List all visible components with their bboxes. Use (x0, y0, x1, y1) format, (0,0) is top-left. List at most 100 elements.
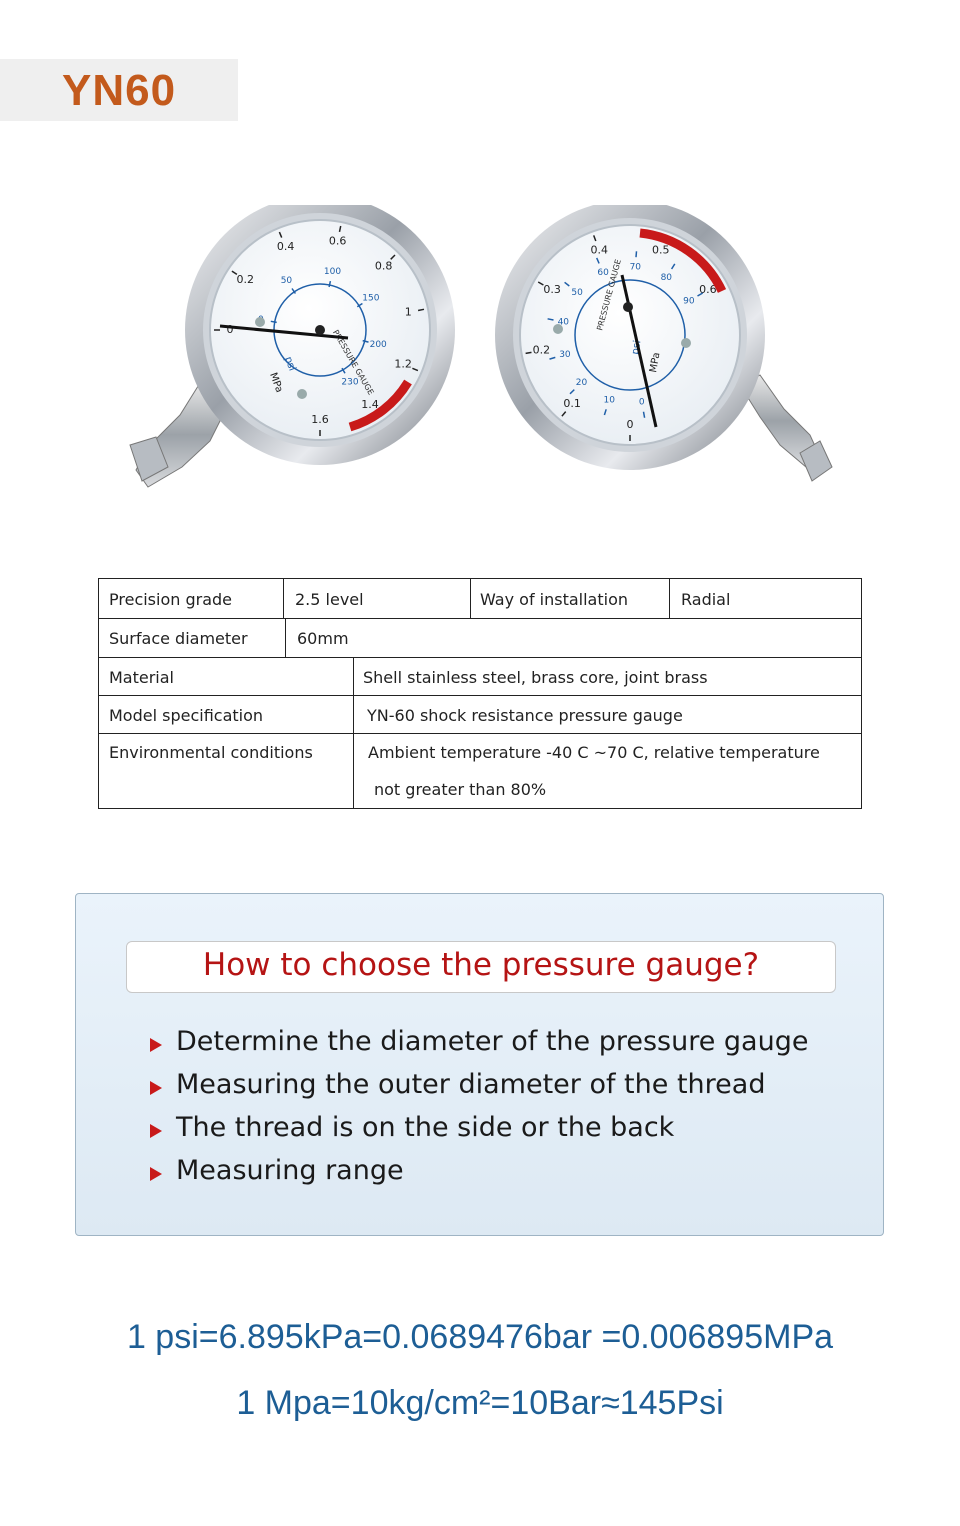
spec-label-diameter: Surface diameter (109, 629, 248, 648)
title-banner (0, 59, 238, 121)
left-gauge-ticks: 00.20.40.60.811.21.41.6050100150200230 (214, 225, 425, 436)
right-gauge-inner-label: 20 (576, 378, 588, 388)
spec-row-environment: Environmental conditions Ambient tempera… (99, 733, 861, 808)
right-gauge-red-zone (639, 228, 727, 293)
spec-table: Precision grade 2.5 level Way of install… (98, 578, 862, 809)
page-title: YN60 (62, 66, 177, 115)
list-item: Measuring the outer diameter of the thre… (150, 1069, 808, 1112)
right-gauge-fitting (739, 374, 833, 482)
left-gauge-outer-label: 0 (227, 323, 234, 336)
left-gauge-inner-tick (270, 320, 277, 324)
right-gauge-outer-label: 0.6 (699, 283, 717, 296)
spec-row-material: Material Shell stainless steel, brass co… (99, 657, 861, 695)
spec-row-precision: Precision grade 2.5 level Way of install… (99, 579, 861, 618)
right-gauge-inner-tick (642, 411, 646, 418)
spec-row-diameter: Surface diameter 60mm (99, 618, 861, 657)
right-gauge-outer-label: 0.5 (652, 243, 670, 256)
right-gauge-inner-tick (569, 389, 575, 395)
choose-title-box: How to choose the pressure gauge? (126, 941, 836, 993)
spec-label-precision: Precision grade (109, 590, 233, 609)
right-gauge-outer-tick (537, 281, 544, 286)
spec-value-environment-line2: not greater than 80% (374, 780, 547, 799)
right-gauge-outer-tick (561, 411, 567, 417)
left-gauge-outer-tick (412, 367, 419, 372)
left-gauge-inner-tick (341, 367, 346, 374)
choose-list: Determine the diameter of the pressure g… (150, 1026, 808, 1198)
right-gauge-inner-label: 0 (639, 398, 645, 408)
list-item: The thread is on the side or the back (150, 1112, 808, 1155)
left-gauge-outer-tick (390, 254, 396, 260)
left-gauge-unit-psi: psi (282, 355, 297, 372)
left-gauge-inner-label: 50 (281, 276, 293, 286)
right-gauge-outer-label: 0 (627, 418, 634, 431)
choose-title: How to choose the pressure gauge? (202, 947, 760, 983)
right-gauge-inner-tick (564, 281, 570, 287)
left-gauge-outer-label: 1.6 (311, 413, 329, 426)
bullet-triangle-icon (150, 1081, 162, 1095)
right-gauge-outer-label: 0.1 (563, 397, 581, 410)
right-gauge-inner-tick (635, 251, 638, 258)
right-gauge-inner-label: 90 (683, 297, 695, 307)
left-gauge-outer-label: 1 (405, 305, 412, 318)
spec-value-model: YN-60 shock resistance pressure gauge (367, 706, 683, 725)
left-gauge-inner-label: 200 (370, 340, 387, 350)
left-gauge-inner-tick (328, 280, 332, 288)
left-gauge: 00.20.40.60.811.21.41.6050100150200230 P… (185, 205, 455, 465)
pressure-gauges-illustration: 00.20.40.60.811.21.41.6050100150200230 P… (129, 205, 833, 488)
right-gauge-outer-label: 0.2 (533, 344, 551, 357)
right-gauge-outer-tick (525, 351, 532, 355)
left-gauge-inner-label: 150 (362, 294, 379, 304)
left-gauge-inner-tick (356, 302, 363, 308)
conversion-mpa: 1 Mpa=10kg/cm²=10Bar≈145Psi (236, 1384, 724, 1422)
right-gauge-inner-label: 40 (558, 317, 570, 327)
spec-row-model: Model specification YN-60 shock resistan… (99, 695, 861, 733)
spec-label-model: Model specification (109, 706, 264, 725)
left-gauge-inner-label: 230 (341, 378, 358, 388)
right-gauge-outer-label: 0.3 (543, 283, 561, 296)
right-gauge-inner-tick (603, 409, 607, 416)
conversion-psi: 1 psi=6.895kPa=0.0689476bar =0.006895MPa (126, 1318, 834, 1356)
bullet-triangle-icon (150, 1038, 162, 1052)
right-gauge-inner-tick (697, 292, 704, 297)
right-gauge-inner-tick (547, 318, 554, 321)
spec-label-installation: Way of installation (480, 590, 629, 609)
left-gauge-outer-label: 0.6 (329, 235, 347, 248)
right-gauge-inner-label: 30 (559, 350, 571, 360)
spec-value-installation: Radial (681, 590, 731, 609)
left-gauge-outer-tick (338, 225, 342, 233)
left-gauge-outer-tick (417, 308, 425, 312)
spec-value-material: Shell stainless steel, brass core, joint… (363, 668, 708, 687)
list-item: Determine the diameter of the pressure g… (150, 1026, 808, 1069)
left-gauge-inner-label: 100 (324, 267, 341, 277)
right-gauge-needle (620, 274, 658, 428)
left-gauge-outer-label: 1.2 (394, 357, 412, 370)
left-gauge-outer-label: 1.4 (361, 398, 379, 411)
left-gauge-outer-label: 0.2 (236, 273, 254, 286)
choose-panel: How to choose the pressure gauge? Determ… (75, 893, 884, 1236)
list-item: Measuring range (150, 1155, 808, 1198)
left-gauge-outer-tick (278, 231, 283, 238)
right-gauge-unit-mpa: MPa (648, 352, 662, 374)
left-gauge-red-zone (348, 379, 412, 432)
right-gauge-outer-tick (592, 235, 597, 242)
right-gauge-inner-label: 60 (597, 268, 609, 278)
left-gauge-fitting (129, 382, 229, 488)
right-gauge-inner-tick (670, 263, 676, 270)
right-gauge-inner-label: 10 (603, 395, 615, 405)
left-gauge-needle (219, 324, 349, 340)
spec-value-diameter: 60mm (297, 629, 349, 648)
spec-label-environment: Environmental conditions (109, 743, 313, 762)
right-gauge-outer-label: 0.4 (590, 243, 608, 256)
left-gauge-outer-tick (231, 270, 238, 276)
right-gauge-inner-tick (596, 257, 600, 264)
left-gauge-outer-label: 0.4 (277, 240, 295, 253)
bullet-triangle-icon (150, 1167, 162, 1181)
spec-value-precision: 2.5 level (295, 590, 364, 609)
right-gauge-inner-tick (549, 356, 556, 360)
left-gauge-outer-label: 0.8 (375, 259, 393, 272)
left-gauge-inner-tick (291, 288, 297, 294)
left-gauge-inner-tick (362, 339, 369, 343)
spec-label-material: Material (109, 668, 174, 687)
